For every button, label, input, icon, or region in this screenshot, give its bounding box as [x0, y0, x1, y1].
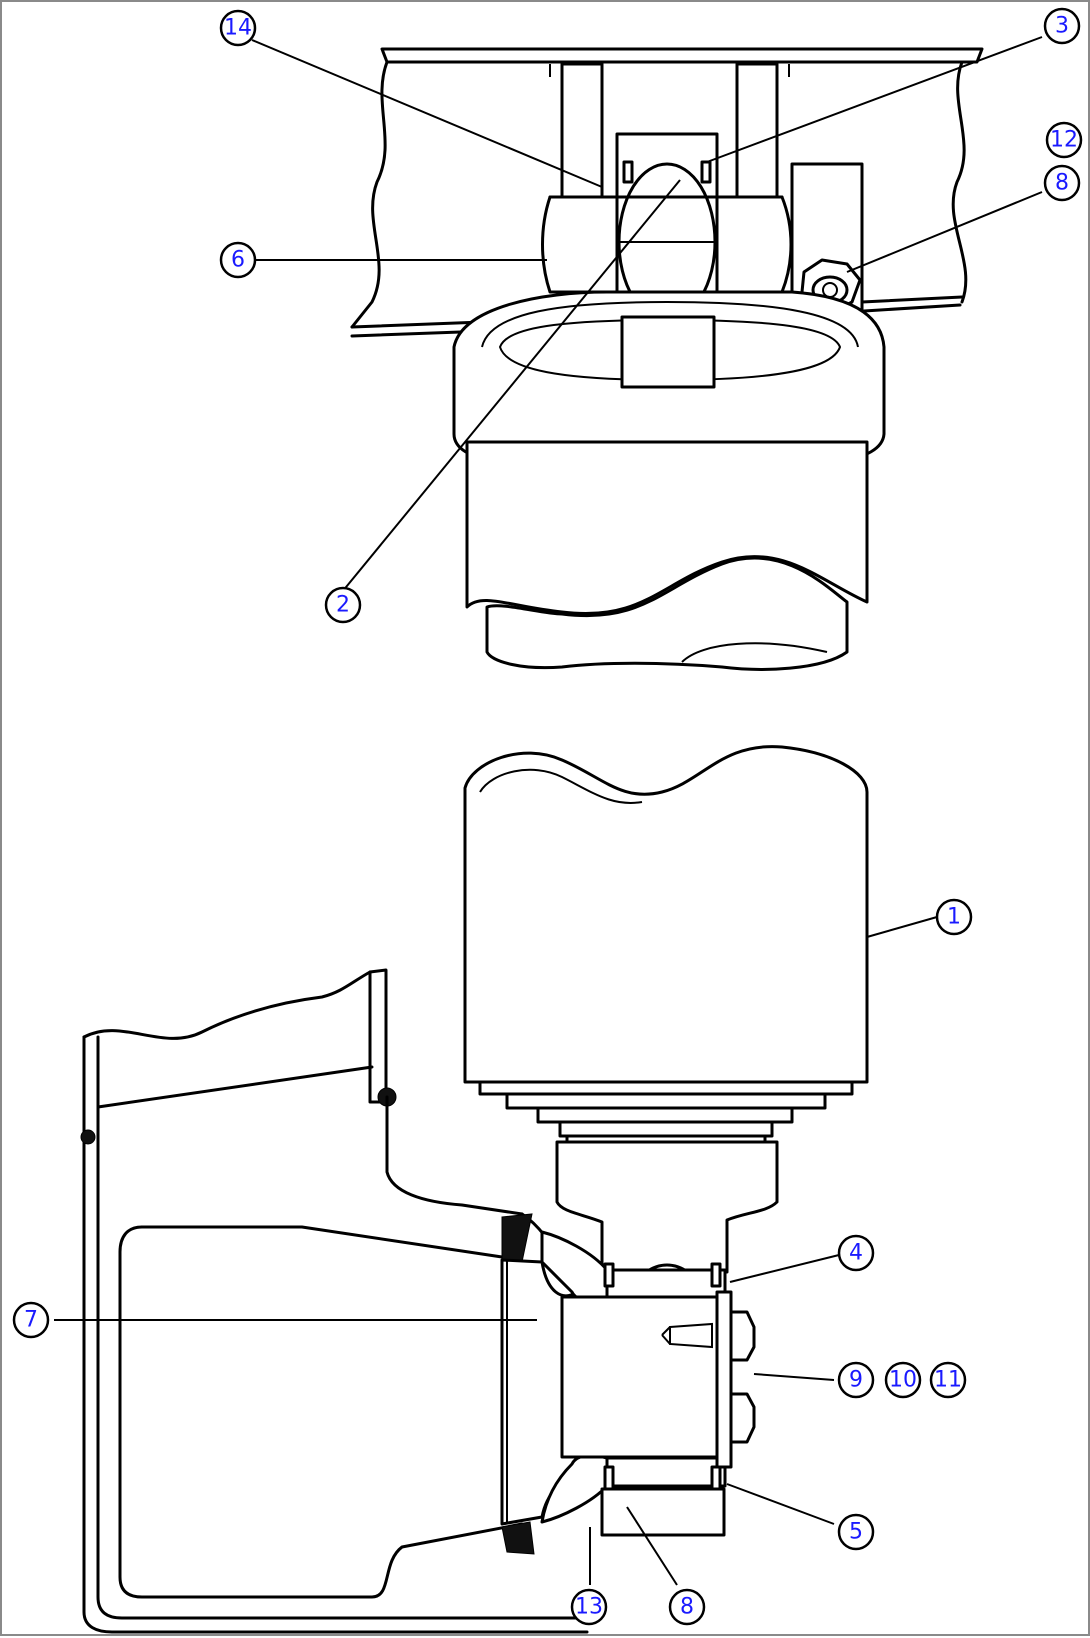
callout-11: 11	[929, 1361, 967, 1399]
svg-text:12: 12	[1050, 128, 1078, 153]
svg-text:13: 13	[575, 1595, 603, 1620]
callout-9: 9	[837, 1361, 875, 1399]
callout-8-bottom: 8	[668, 1588, 706, 1626]
callout-12: 12	[1045, 121, 1083, 159]
cylinder-rod-end-top	[452, 290, 886, 671]
svg-text:10: 10	[889, 1368, 917, 1393]
callout-13: 13	[570, 1588, 608, 1626]
hydraulic-cylinder	[463, 745, 869, 1274]
callout-5: 5	[837, 1513, 875, 1551]
svg-text:9: 9	[849, 1368, 863, 1393]
svg-text:3: 3	[1055, 14, 1069, 39]
svg-text:2: 2	[336, 593, 350, 618]
callout-4: 4	[837, 1234, 875, 1272]
leader-lines	[54, 36, 1043, 1586]
svg-text:4: 4	[849, 1241, 863, 1266]
callout-14: 14	[219, 9, 257, 47]
callout-7: 7	[12, 1301, 50, 1339]
callout-8-top: 8	[1043, 164, 1081, 202]
callout-3: 3	[1043, 7, 1081, 45]
callout-1: 1	[935, 898, 973, 936]
svg-text:8: 8	[680, 1595, 694, 1620]
svg-text:7: 7	[24, 1308, 38, 1333]
svg-text:11: 11	[934, 1368, 962, 1393]
svg-text:5: 5	[849, 1520, 863, 1545]
lower-frame	[80, 968, 589, 1634]
svg-text:8: 8	[1055, 171, 1069, 196]
callout-6: 6	[219, 241, 257, 279]
callout-2: 2	[324, 586, 362, 624]
lower-pin-assembly	[560, 1262, 756, 1537]
svg-text:14: 14	[224, 16, 252, 41]
svg-text:6: 6	[231, 248, 245, 273]
callout-10: 10	[884, 1361, 922, 1399]
svg-text:1: 1	[947, 905, 961, 930]
